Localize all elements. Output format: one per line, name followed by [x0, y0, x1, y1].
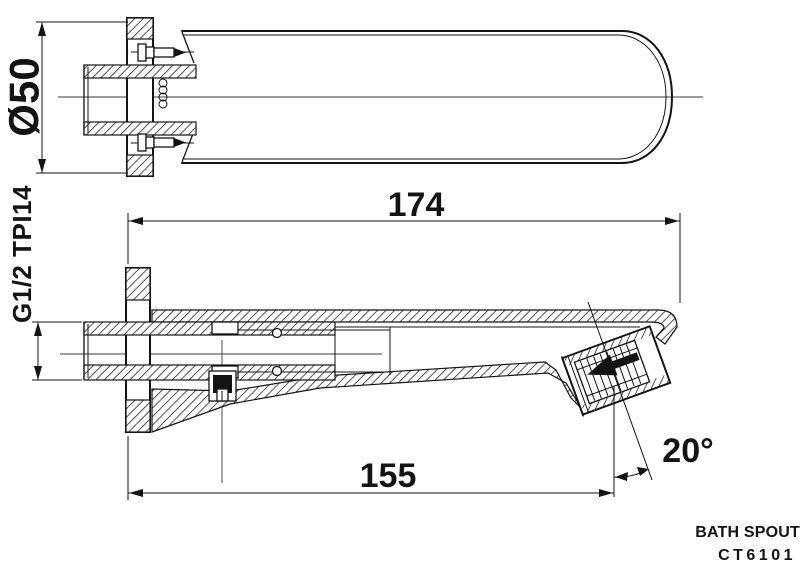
diverter-valve	[208, 370, 237, 402]
aerator-outlet	[560, 325, 672, 417]
spout-reach-label: 155	[360, 457, 417, 495]
dim-flange-diameter: Ø50	[1, 21, 128, 174]
aerator-ribs	[576, 344, 648, 401]
total-length-label: 174	[388, 186, 445, 224]
detail-squiggle	[158, 78, 168, 109]
product-code: CT6101	[718, 547, 796, 564]
top-view: Ø50	[1, 17, 703, 177]
dim-inlet-thread: G1/2 TPI14	[7, 185, 82, 381]
dim-total-length: 174	[127, 186, 681, 303]
inlet-thread-top-view	[83, 64, 197, 136]
outlet-angle-label: 20°	[662, 432, 713, 470]
title-block: BATH SPOUT CT6101	[695, 524, 800, 564]
set-screw-top	[131, 43, 194, 62]
inlet-thread-label: G1/2 TPI14	[7, 185, 37, 323]
wall-flange-side-view	[125, 267, 151, 433]
side-view: 174 155 20° G1/2 TPI14	[7, 185, 714, 500]
flange-diameter-label: Ø50	[1, 57, 48, 136]
flange-plate-top-view	[126, 17, 154, 177]
set-screw-bottom	[131, 133, 194, 152]
product-name: BATH SPOUT	[695, 524, 800, 541]
spout-body-top-view	[181, 30, 673, 164]
flow-arrow	[587, 352, 640, 376]
dim-spout-reach: 155	[127, 436, 614, 500]
body-top-wall	[151, 309, 678, 345]
dim-outlet-angle: 20°	[587, 301, 714, 497]
